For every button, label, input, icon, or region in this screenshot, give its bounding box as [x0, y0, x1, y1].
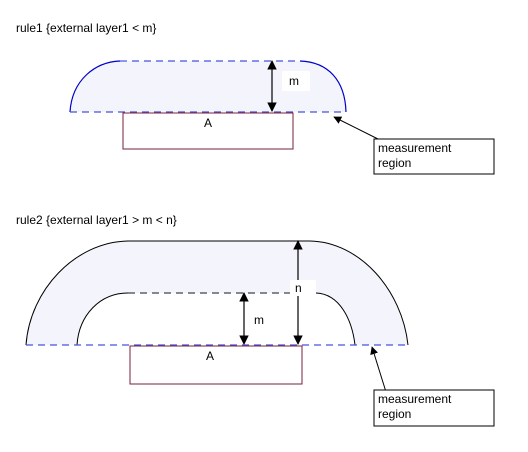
rule2-box-a-label: A — [206, 349, 214, 363]
rule2-dimension-label-n: n — [295, 281, 302, 295]
rule2-callout-line1: measurement — [378, 392, 452, 406]
rule2-callout-leader — [370, 346, 387, 393]
rule1-title: rule1 {external layer1 < m} — [16, 21, 156, 35]
rule1-left-arc — [69, 60, 121, 113]
rule1-right-arc — [299, 60, 347, 113]
rule2-outer-arch — [25, 240, 409, 346]
rule2-inner-left-arc — [76, 292, 129, 346]
rule1-measurement-region — [70, 61, 346, 112]
rule1-callout-box — [373, 138, 495, 175]
rule2-inner-right-arc — [315, 292, 356, 346]
rule2-title: rule2 {external layer1 > m < n} — [16, 213, 177, 227]
rule1-box-a — [122, 112, 294, 150]
rule2-callout-box — [373, 389, 495, 427]
rule1-dimension-label-bg — [282, 71, 310, 91]
rule2-callout-line2: region — [378, 407, 411, 421]
rule1-box-a-label: A — [204, 116, 212, 130]
rule1-dimension-label-m: m — [289, 74, 299, 88]
rule2-box-a — [129, 345, 303, 385]
rule1-group: rule1 {external layer1 < m} A m measurem… — [16, 21, 495, 175]
rule1-callout-line2: region — [378, 156, 411, 170]
rule2-dimension-label-n-bg — [290, 280, 316, 296]
rule1-callout-leader — [333, 116, 381, 141]
rule2-group: rule2 {external layer1 > m < n} A m n me… — [16, 213, 495, 427]
rule2-dimension-label-m: m — [254, 313, 264, 327]
rule1-callout-line1: measurement — [378, 141, 452, 155]
